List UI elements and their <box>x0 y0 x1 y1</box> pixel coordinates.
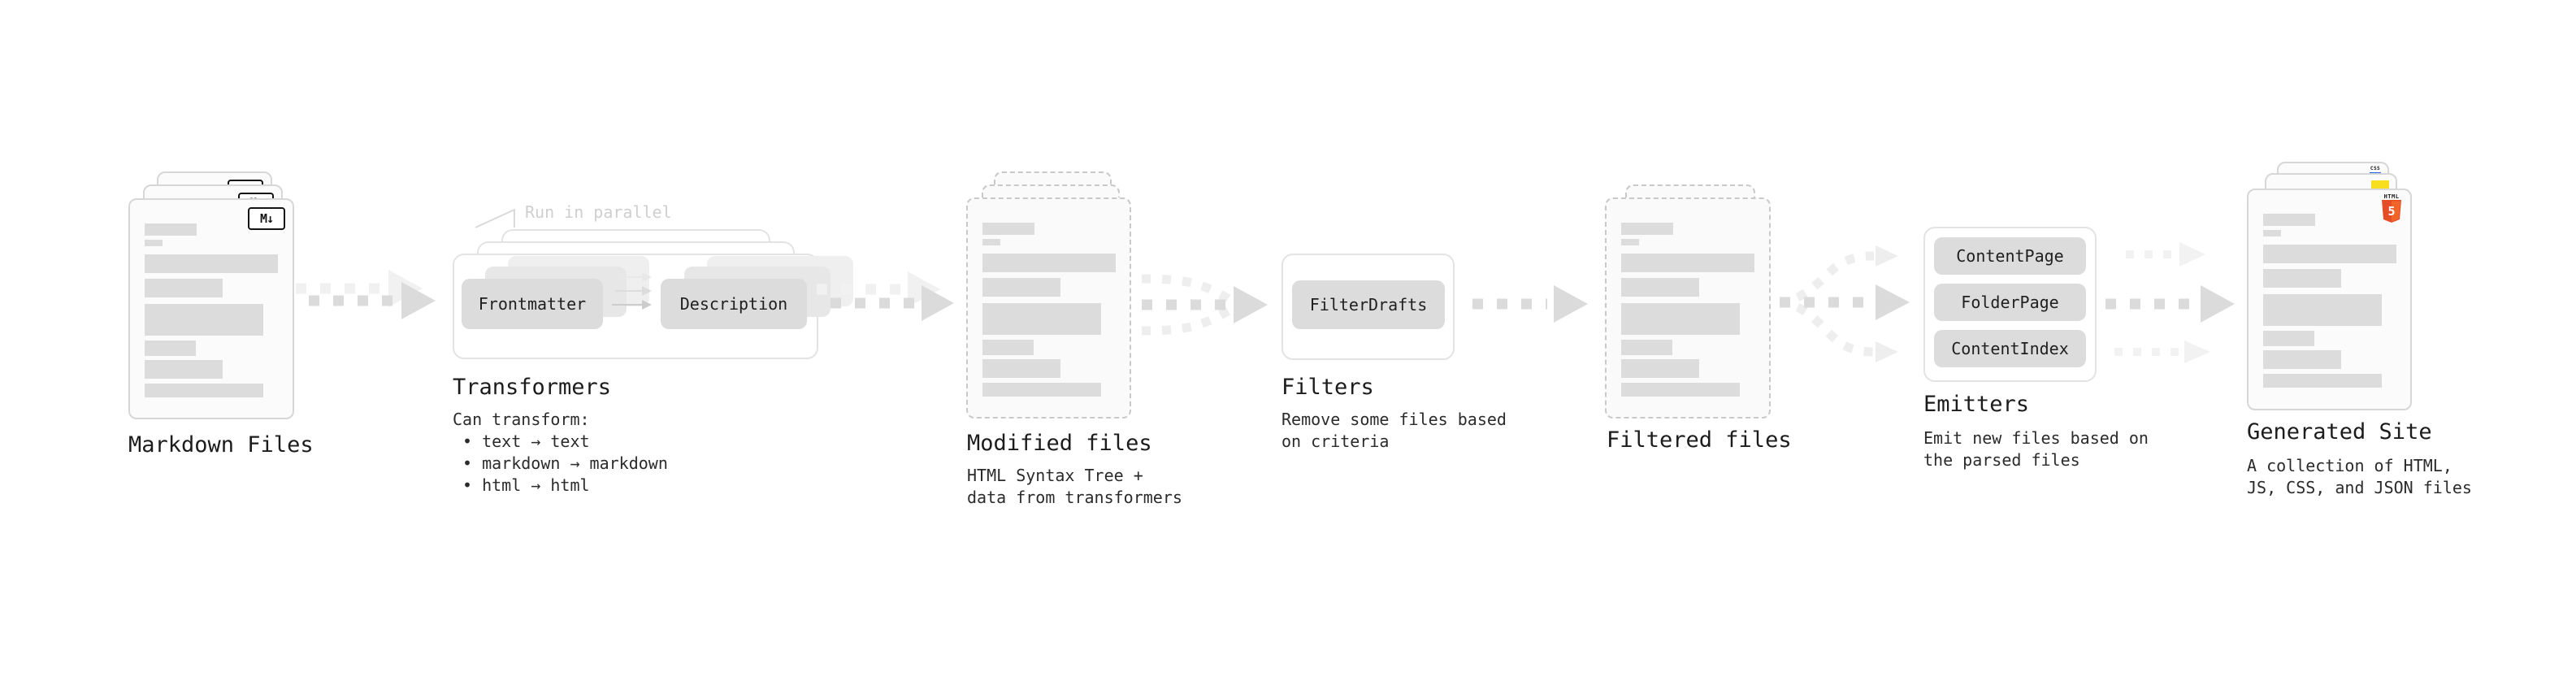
stage-title-generated-site: Generated Site <box>2247 419 2432 445</box>
skeleton-bar <box>1621 383 1740 397</box>
body-line: • text → text <box>462 432 590 451</box>
stage-title-filtered-files: Filtered files <box>1607 427 1792 453</box>
folder-page-pill: FolderPage <box>1934 284 2086 321</box>
html5-icon-word: HTML <box>2383 193 2400 200</box>
arrow-markdown-to-transformers <box>309 282 436 319</box>
filtered-file-card-front <box>1605 197 1771 419</box>
skeleton-bar <box>2263 350 2341 369</box>
skeleton-bar <box>982 383 1101 397</box>
skeleton-bar <box>2263 294 2382 326</box>
modified-files-description: HTML Syntax Tree + data from transformer… <box>967 465 1182 509</box>
doc-skeleton <box>1621 223 1754 397</box>
frontmatter-pill: Frontmatter <box>462 279 603 329</box>
body-line: the parsed files <box>1923 450 2080 470</box>
body-line: Remove some files based <box>1281 410 1507 429</box>
description-pill: Description <box>661 279 807 329</box>
skeleton-bar <box>145 360 223 379</box>
skeleton-bar <box>145 384 263 397</box>
arrow-modified-to-filters <box>1141 274 1268 336</box>
skeleton-bar <box>982 254 1116 272</box>
skeleton-bar <box>1621 239 1639 245</box>
markdown-icon: M↓ <box>248 207 285 230</box>
stage-title-transformers: Transformers <box>453 375 612 400</box>
arrow-emitters-to-site-top <box>2126 242 2205 267</box>
doc-skeleton <box>2263 214 2396 388</box>
skeleton-bar <box>2263 230 2281 236</box>
transformers-description: Can transform: • text → text • markdown … <box>453 409 668 497</box>
body-line: JS, CSS, and JSON files <box>2247 478 2472 497</box>
skeleton-bar <box>145 223 197 236</box>
skeleton-bar <box>145 304 263 336</box>
skeleton-bar <box>982 303 1101 335</box>
stage-title-modified-files: Modified files <box>967 431 1152 456</box>
skeleton-bar <box>1621 303 1740 335</box>
arrow-markdown-to-transformers-ghost <box>296 270 423 307</box>
generated-site-description: A collection of HTML, JS, CSS, and JSON … <box>2247 455 2472 499</box>
skeleton-bar <box>982 239 1000 245</box>
stage-title-markdown-files: Markdown Files <box>128 432 314 458</box>
run-in-parallel-leader-line <box>475 209 515 228</box>
body-line: Can transform: <box>453 410 590 429</box>
body-line: HTML Syntax Tree + <box>967 466 1143 485</box>
skeleton-bar <box>145 279 223 297</box>
skeleton-bar <box>1621 359 1699 378</box>
skeleton-bar <box>982 223 1034 235</box>
skeleton-bar <box>982 278 1060 297</box>
stage-title-emitters: Emitters <box>1923 392 2030 417</box>
content-page-pill: ContentPage <box>1934 237 2086 275</box>
arrow-emitters-to-site-middle <box>2105 285 2235 323</box>
skeleton-bar <box>1621 223 1673 235</box>
body-line: on criteria <box>1281 432 1390 451</box>
skeleton-bar <box>982 340 1034 355</box>
markdown-file-card-front: M↓ <box>128 198 294 419</box>
modified-file-card-front <box>966 197 1131 419</box>
skeleton-bar <box>2263 374 2382 388</box>
body-line: A collection of HTML, <box>2247 456 2452 475</box>
doc-skeleton <box>982 223 1116 397</box>
filters-description: Remove some files based on criteria <box>1281 409 1507 453</box>
doc-skeleton <box>145 223 278 397</box>
emitters-description: Emit new files based on the parsed files <box>1923 427 2149 471</box>
skeleton-bar <box>2263 331 2314 346</box>
content-index-pill: ContentIndex <box>1934 330 2086 367</box>
html5-icon: HTML 5 <box>2381 194 2402 227</box>
skeleton-bar <box>1621 254 1754 272</box>
svg-text:5: 5 <box>2387 204 2395 219</box>
stage-title-filters: Filters <box>1281 375 1374 400</box>
skeleton-bar <box>145 240 163 246</box>
arrow-filtered-to-emitters <box>1780 245 1910 362</box>
arrow-filters-to-filtered <box>1472 285 1588 323</box>
skeleton-bar <box>1621 278 1699 297</box>
body-line: • html → html <box>462 475 590 495</box>
skeleton-bar <box>145 254 278 273</box>
skeleton-bar <box>145 340 196 356</box>
skeleton-bar <box>982 359 1060 378</box>
skeleton-bar <box>2263 245 2396 263</box>
skeleton-bar <box>2263 269 2341 288</box>
filter-drafts-pill: FilterDrafts <box>1292 280 1445 329</box>
run-in-parallel-label: Run in parallel <box>525 202 672 222</box>
body-line: data from transformers <box>967 488 1182 507</box>
site-file-card-html: HTML 5 <box>2247 189 2412 410</box>
skeleton-bar <box>1621 340 1672 355</box>
body-line: Emit new files based on <box>1923 428 2149 448</box>
body-line: • markdown → markdown <box>462 453 668 473</box>
html5-shield: 5 <box>2382 200 2401 223</box>
css-icon-word: CSS <box>2370 166 2381 171</box>
skeleton-bar <box>2263 214 2315 226</box>
arrow-emitters-to-site-bottom <box>2114 340 2210 363</box>
